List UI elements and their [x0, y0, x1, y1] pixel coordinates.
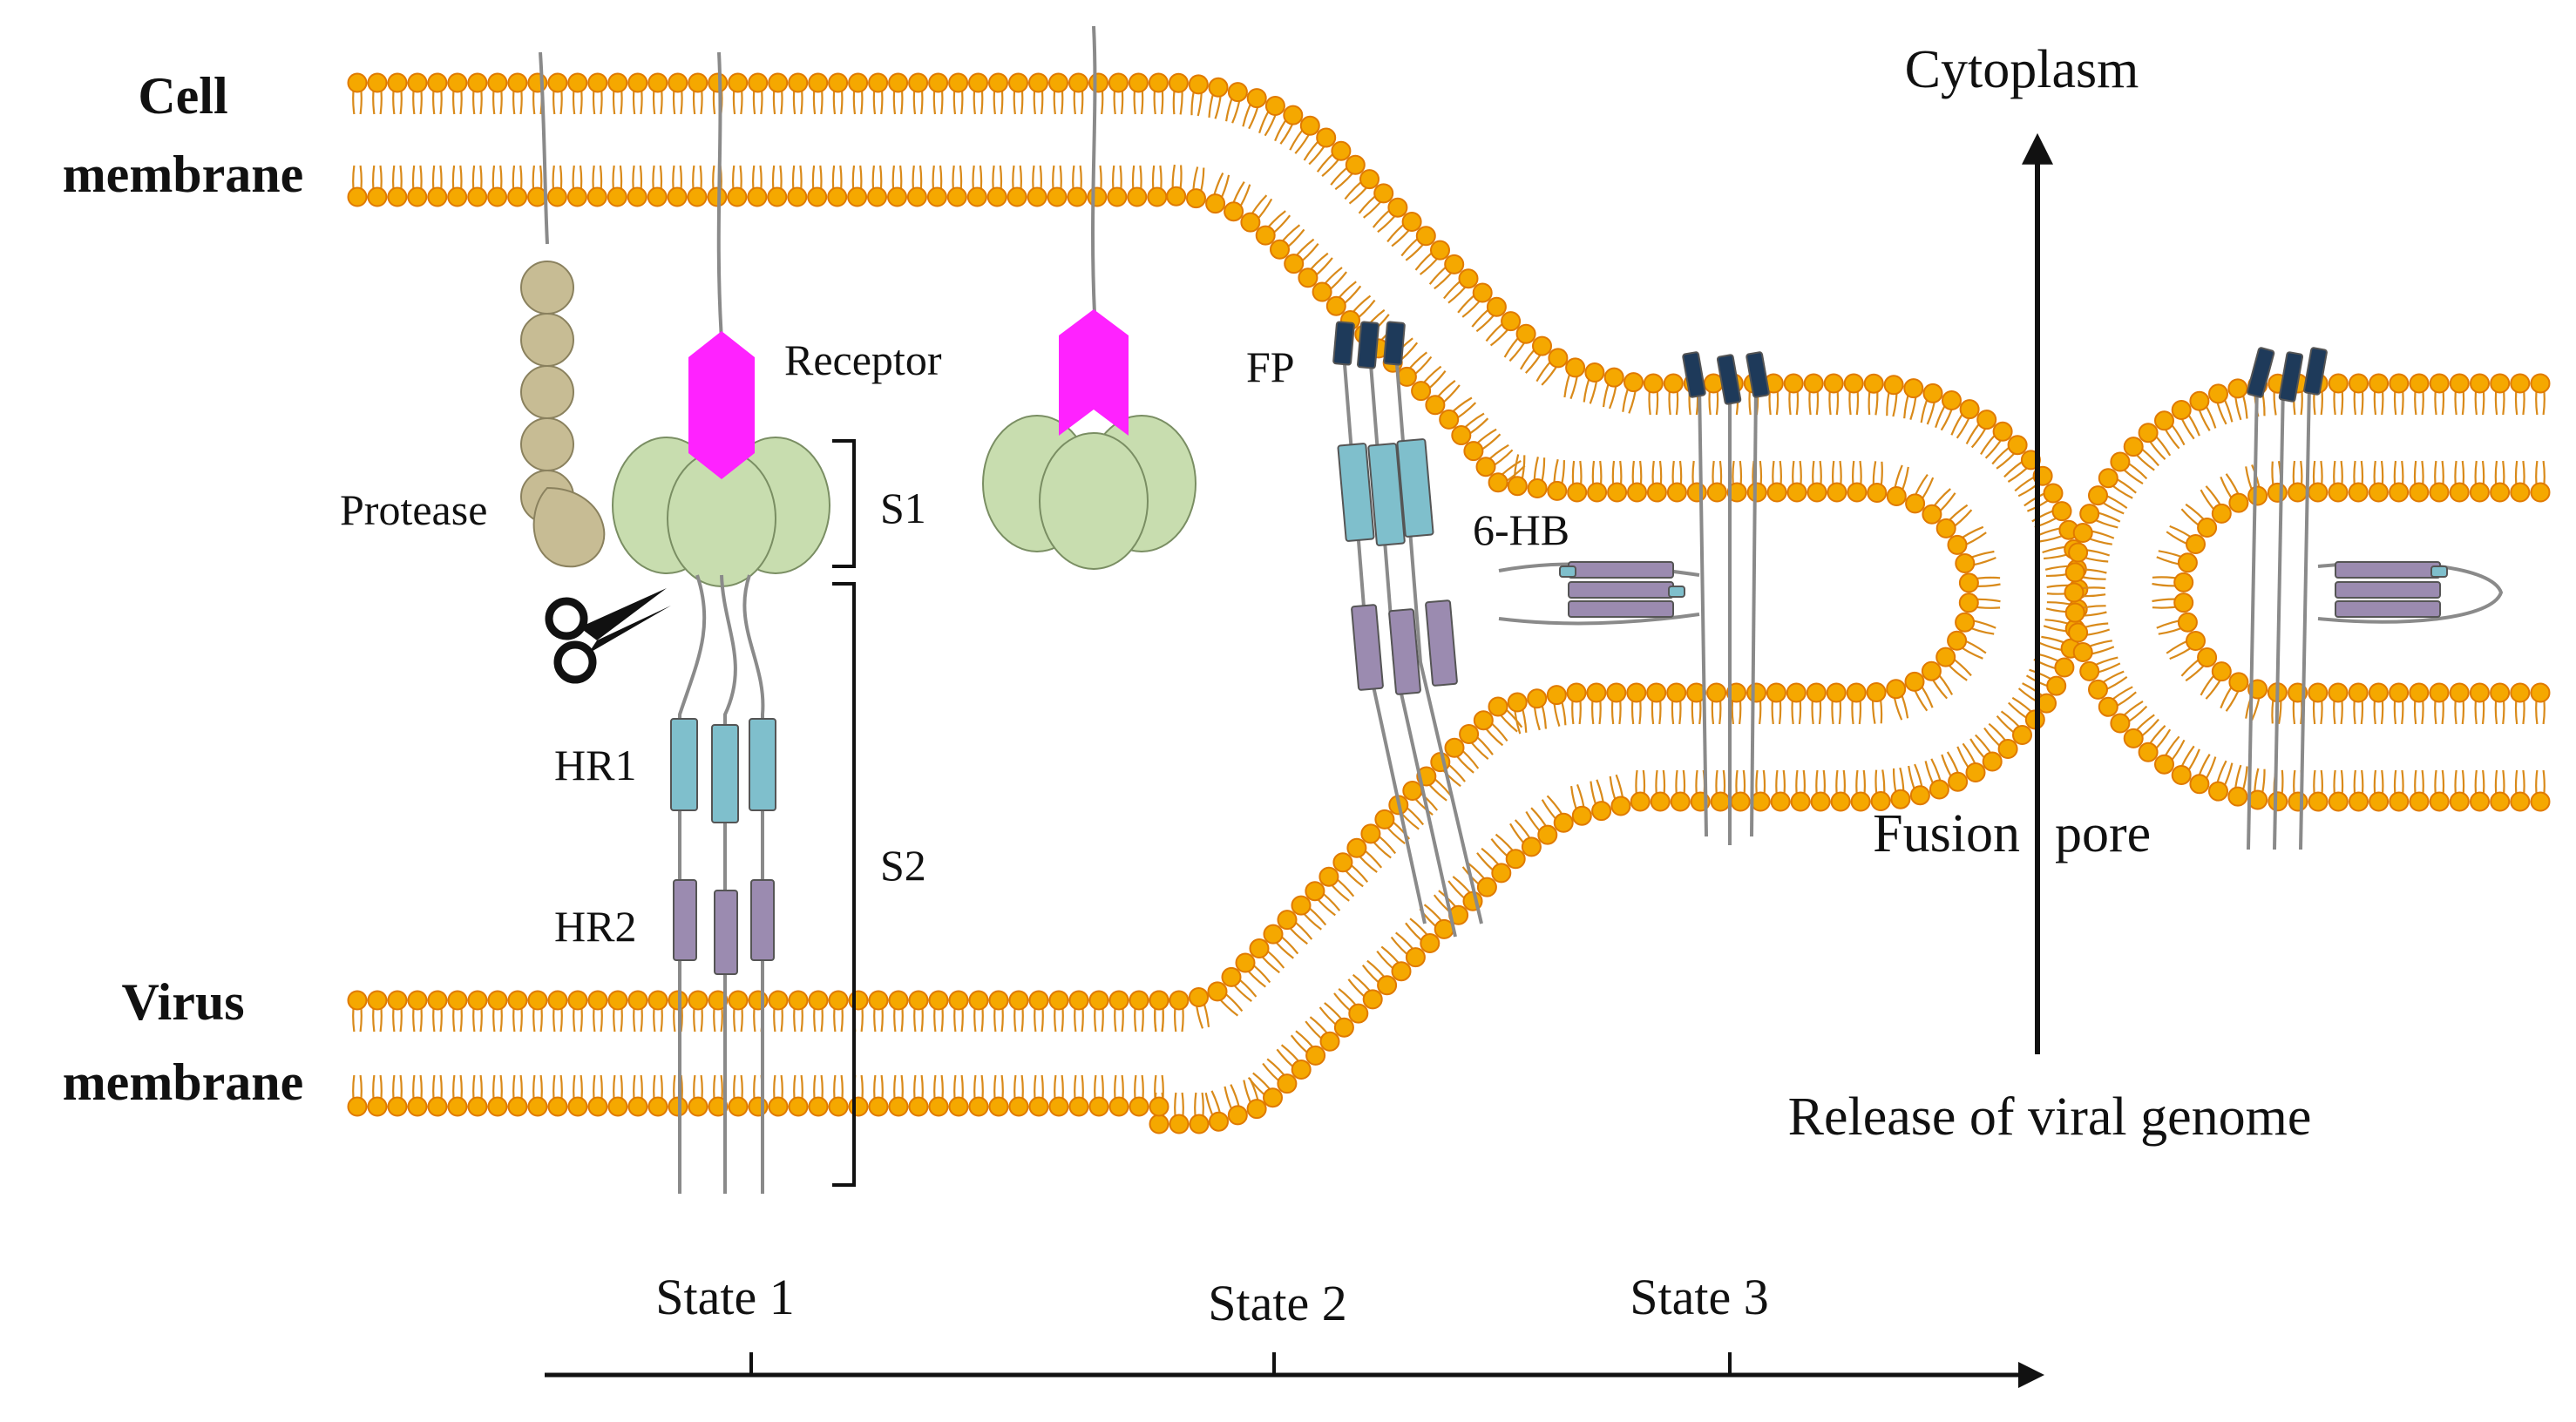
- cell-membrane-label-line2: membrane: [63, 146, 304, 203]
- hr1-helix: [1367, 443, 1406, 546]
- fusion-label: Fusion: [1873, 804, 2020, 863]
- six-hb-helix-end: [2430, 565, 2448, 578]
- state-timeline: [545, 1352, 2044, 1388]
- virus-membrane-label-line1: Virus: [121, 973, 244, 1031]
- protease-head: [532, 486, 606, 568]
- sixhb-loop-bot: [1498, 613, 1700, 626]
- s1-label: S1: [880, 484, 926, 532]
- hr2-helix: [1351, 604, 1384, 691]
- cell-membrane-inner-leaflet: [347, 164, 2001, 1033]
- state-2-label: State 2: [1208, 1275, 1346, 1331]
- cell-membrane-outer-leaflet: [347, 72, 2089, 1134]
- receptor-label: Receptor: [784, 335, 942, 384]
- hr1-helix: [670, 718, 698, 811]
- s2-bracket: [832, 582, 856, 1187]
- fusion-peptide: [1682, 351, 1706, 398]
- state-3-label: State 3: [1630, 1269, 1768, 1325]
- six-hb-helix: [1568, 561, 1674, 579]
- virus-membrane-lower-leaflet: [347, 1074, 1169, 1117]
- postfusion-chain-c: [2299, 383, 2311, 850]
- fusion-peptide: [1716, 354, 1742, 405]
- receptor-bound: [688, 357, 755, 479]
- six-hb-helix: [2335, 581, 2441, 599]
- six-hb-helix-end: [1668, 586, 1685, 598]
- protease-domain: [520, 365, 574, 419]
- fusion-peptide: [1746, 351, 1770, 398]
- receptor-released: [1059, 309, 1129, 436]
- protease-domain: [520, 417, 574, 471]
- postfusion-chain-a: [2247, 383, 2259, 850]
- s2-label: S2: [880, 841, 926, 890]
- receptor-tether-2: [1091, 25, 1097, 315]
- six-hb-label: 6-HB: [1473, 505, 1569, 554]
- protease-label: Protease: [340, 485, 487, 534]
- s2-chain-b: [720, 574, 737, 1194]
- fusion-proteins: [520, 25, 2504, 1194]
- fusion-peptide: [1332, 321, 1355, 366]
- hr1-helix: [711, 724, 739, 823]
- hr1-helix: [1337, 443, 1375, 542]
- hr2-helix: [1388, 608, 1421, 695]
- cytoplasm-label: Cytoplasm: [1905, 40, 2139, 99]
- postfusion-chain-b: [2273, 383, 2285, 850]
- s2-chain-a: [678, 574, 707, 1194]
- pore-membrane-inner-leaflet: [2152, 460, 2551, 725]
- hr1-label: HR1: [554, 741, 636, 789]
- scissors-icon: [545, 588, 671, 684]
- protease-tether: [539, 51, 549, 245]
- hr1-helix: [1396, 438, 1434, 538]
- cell-membrane-label-line1: Cell: [138, 67, 227, 125]
- release-label: Release of viral genome: [1788, 1087, 2312, 1147]
- six-hb-helix: [1568, 600, 1674, 618]
- hr2-helix: [673, 879, 697, 961]
- pore-membrane-outer-leaflet: [2064, 373, 2551, 812]
- sixhb-chain-c: [1750, 383, 1758, 837]
- pore-label: pore: [2055, 804, 2151, 863]
- fusion-peptide: [1357, 321, 1380, 369]
- s1-bracket: [832, 439, 856, 568]
- fusion-peptide: [2278, 351, 2304, 403]
- s2-chain-c: [742, 574, 765, 1194]
- protease-domain: [520, 313, 574, 367]
- receptor-tether-1: [716, 51, 723, 341]
- hr2-label: HR2: [554, 902, 636, 951]
- protease-domain: [520, 261, 574, 315]
- virus-membrane-upper-leaflet: [347, 990, 1169, 1033]
- fusion-peptide: [2303, 347, 2328, 396]
- hr2-helix: [750, 879, 775, 961]
- fusion-peptide: [1383, 321, 1406, 366]
- s1-subunit-released: [1039, 432, 1149, 570]
- six-hb-helix: [1568, 581, 1674, 599]
- sixhb-chain-a: [1698, 383, 1708, 837]
- hr2-helix: [714, 890, 738, 975]
- hr2-helix: [1425, 599, 1458, 687]
- hr1-helix: [749, 718, 776, 811]
- state-1-label: State 1: [655, 1269, 794, 1325]
- six-hb-helix: [2335, 561, 2441, 579]
- virus-membrane-label-line2: membrane: [63, 1053, 304, 1111]
- six-hb-helix-end: [1559, 565, 1576, 578]
- fp-label: FP: [1246, 342, 1295, 391]
- lipid-bilayers: [347, 72, 2551, 1134]
- six-hb-helix: [2335, 600, 2441, 618]
- fusion-peptide: [2246, 347, 2275, 398]
